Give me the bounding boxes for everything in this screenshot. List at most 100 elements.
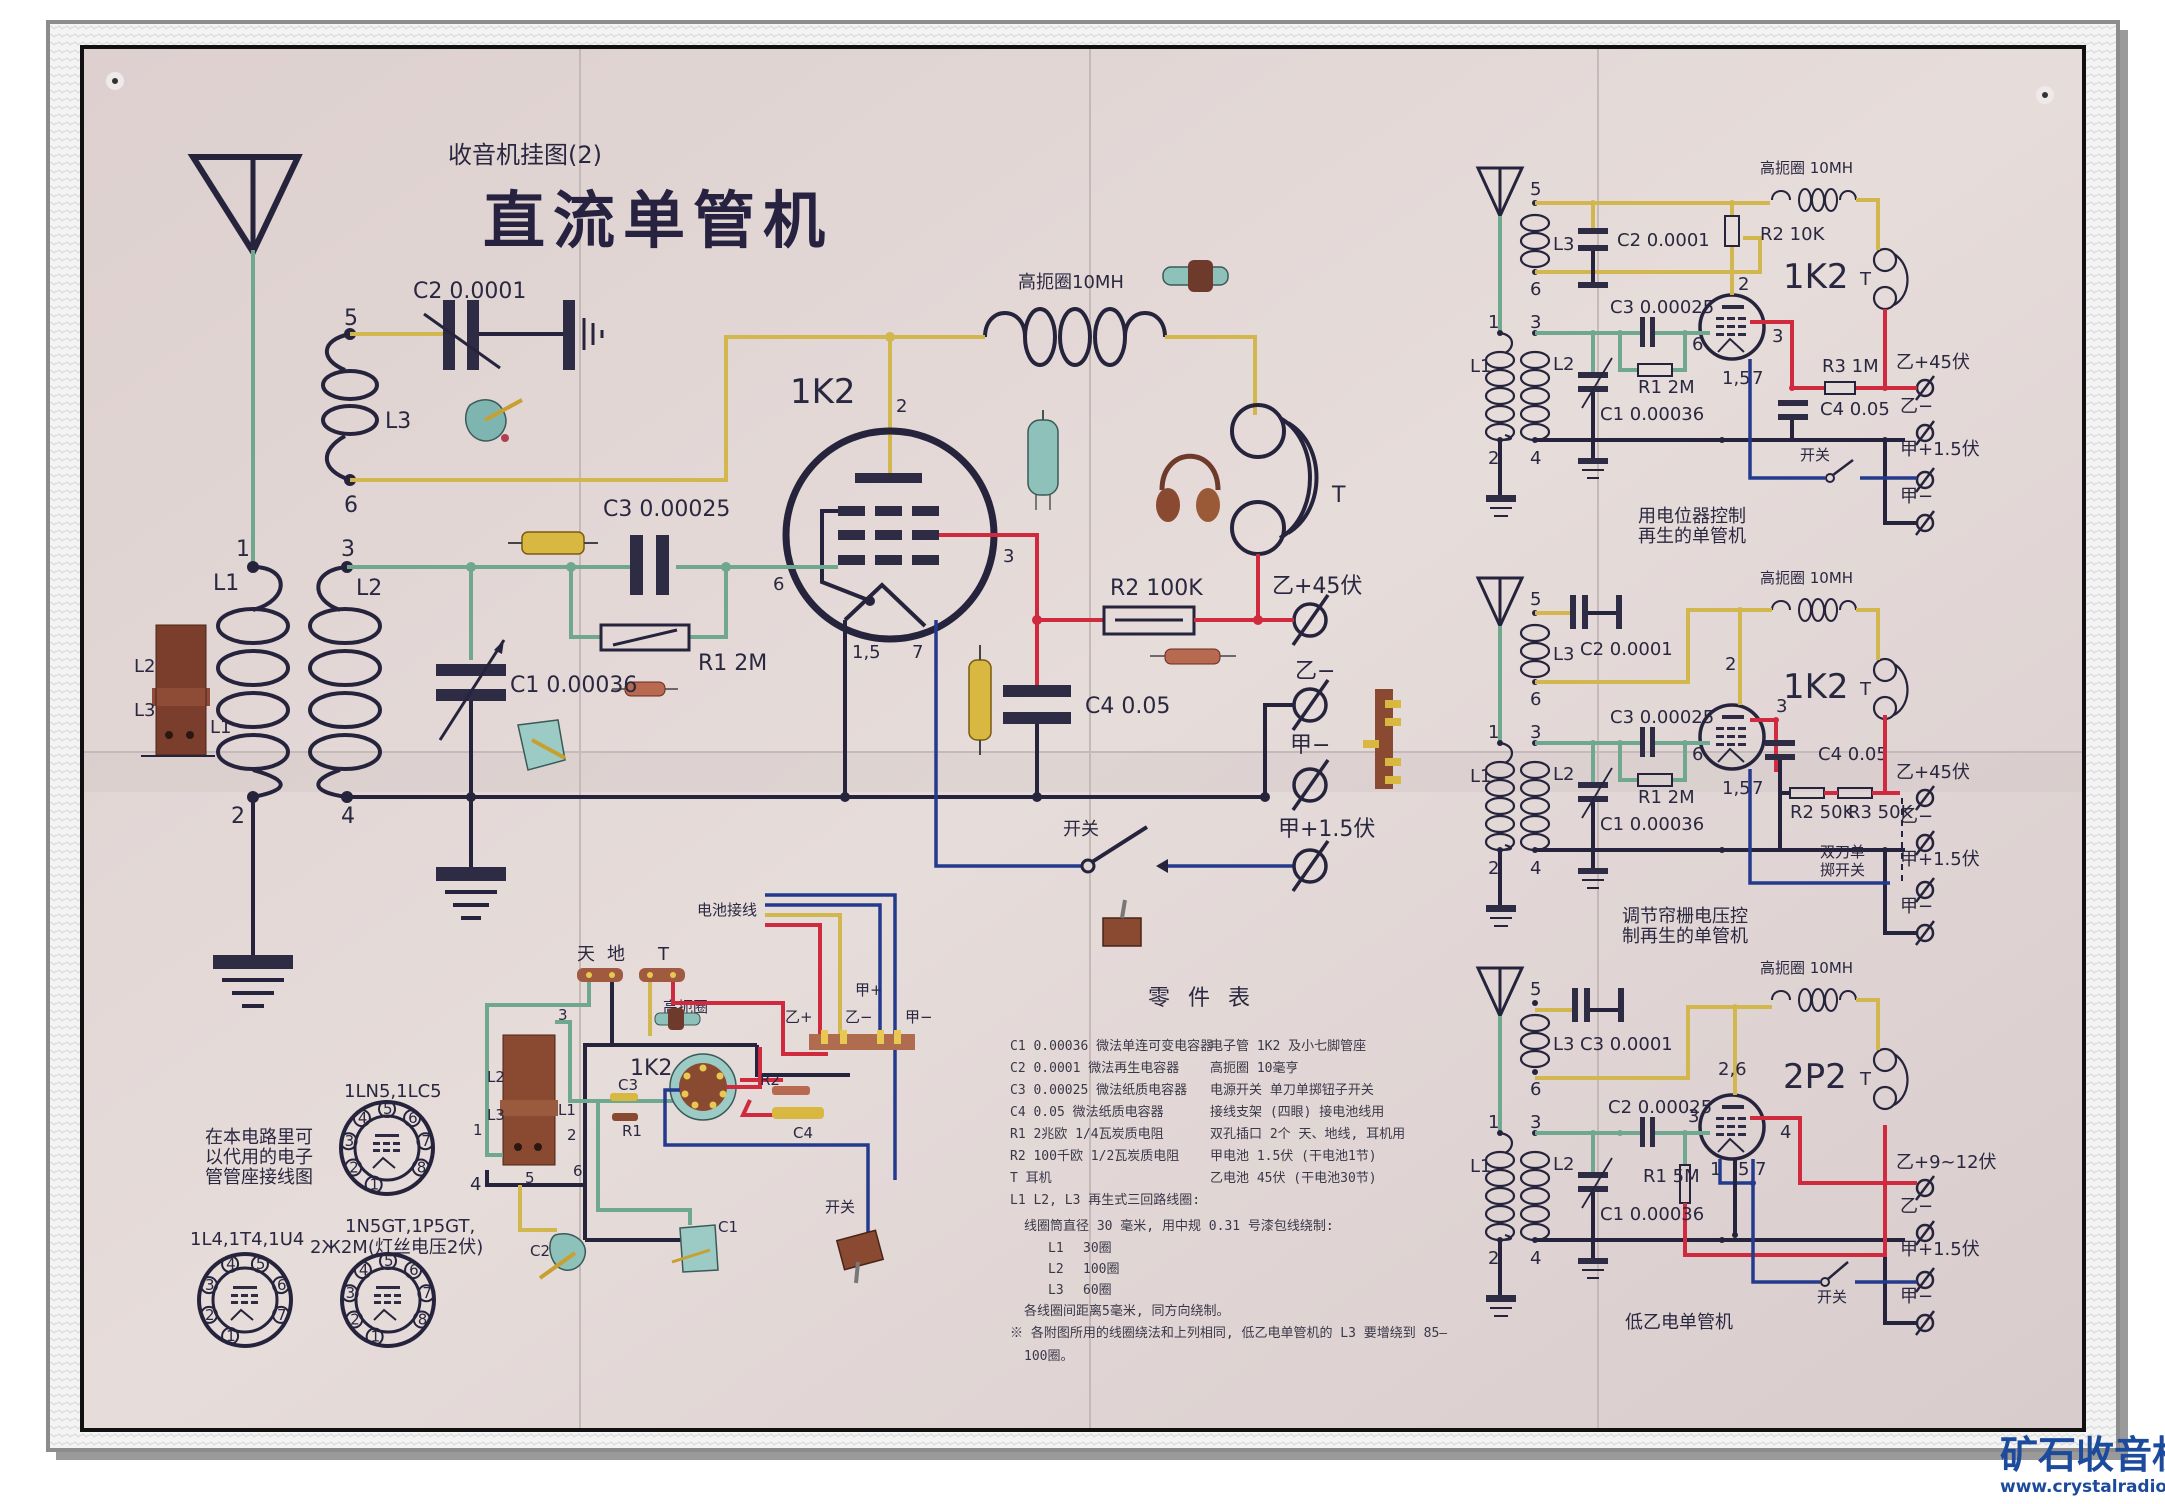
base-pin bbox=[340, 1284, 359, 1303]
schematic-label: C1 0.00036 bbox=[1600, 1204, 1704, 1225]
schematic-caption: 用电位器控制 bbox=[1638, 506, 1746, 527]
parts-row: 电源开关 单刀单掷钮子开关 bbox=[1210, 1083, 1374, 1098]
coil-label: L1 bbox=[1470, 766, 1491, 787]
schematic-label: 甲+1.5伏 bbox=[1900, 439, 1980, 460]
poster-title: 直流单管机 bbox=[483, 184, 833, 257]
schematic-label: C1 0.00036 bbox=[1600, 404, 1704, 425]
parts-row: R2 100千欧 1/2瓦炭质电阻 bbox=[1010, 1149, 1179, 1164]
switch-label: 双刀单 bbox=[1820, 843, 1865, 861]
schematic-label: 乙− bbox=[1900, 396, 1933, 417]
switch-label: 开关 bbox=[1817, 1288, 1847, 1306]
tube-base-name: 1N5GT,1P5GT, bbox=[345, 1216, 475, 1237]
base-pin bbox=[403, 1109, 422, 1128]
base-pin-label: 8 bbox=[418, 1311, 428, 1329]
terminal-label: 甲− bbox=[1290, 733, 1330, 758]
strip-label: 乙+ bbox=[785, 1008, 813, 1026]
terminal[interactable] bbox=[1915, 1220, 1935, 1246]
terminal-label: 乙− bbox=[1295, 659, 1335, 684]
switch-label: 开关 bbox=[825, 1198, 855, 1216]
winding-turns: 100圈 bbox=[1083, 1262, 1119, 1277]
pin-label: 5 bbox=[525, 1169, 535, 1187]
series-label: 收音机挂图(2) bbox=[448, 141, 602, 169]
electrolytic-capacitor-illustration bbox=[968, 645, 992, 755]
tube-name: 1K2 bbox=[1783, 257, 1849, 297]
schematic-label: 6 bbox=[1692, 334, 1703, 355]
schematic-label: C4 0.05 bbox=[1818, 744, 1888, 765]
trimmer-capacitor-illustration bbox=[464, 398, 523, 442]
terminal-a-plus[interactable] bbox=[1291, 839, 1330, 893]
base-pin-label: 5 bbox=[384, 1252, 394, 1270]
schematic-caption: 制再生的单管机 bbox=[1622, 926, 1748, 947]
c2-label: C2 0.0001 bbox=[413, 279, 526, 304]
schematic-label: 3 bbox=[1530, 722, 1541, 743]
schematic-label: T bbox=[1859, 679, 1872, 700]
c4-label: C4 bbox=[793, 1124, 813, 1142]
phones-label: T bbox=[1331, 483, 1346, 508]
schematic-label: 4 bbox=[1530, 1248, 1541, 1269]
terminal[interactable] bbox=[1915, 1175, 1935, 1201]
toggle-switch-illustration bbox=[1102, 899, 1142, 947]
footnote: ※ 各附图所用的线圈绕法和上列相同, 低乙电单管机的 L3 要增绕到 85— bbox=[1010, 1325, 1447, 1341]
coil-l3 bbox=[321, 332, 379, 482]
terminal[interactable] bbox=[1915, 1267, 1935, 1293]
watermark-url: www.crystalradio.cn bbox=[2000, 1477, 2165, 1497]
base-pin-label: 1 bbox=[226, 1327, 236, 1345]
schematic-label: 甲+1.5伏 bbox=[1900, 849, 1980, 870]
toggle-switch-illustration bbox=[835, 1229, 885, 1284]
base-pin-label: 6 bbox=[277, 1276, 287, 1294]
watermark-brand: 矿石收音机 bbox=[2000, 1433, 2165, 1477]
schematic-label: 1 bbox=[1488, 312, 1499, 333]
terminal[interactable] bbox=[1915, 420, 1935, 446]
coil-label-l2: L2 bbox=[356, 576, 382, 601]
base-pin-label: 7 bbox=[421, 1132, 431, 1150]
antenna-ground-jack bbox=[577, 968, 623, 982]
schematic-label: 5 bbox=[1530, 589, 1541, 610]
base-pin bbox=[404, 1261, 423, 1280]
terminal[interactable] bbox=[1915, 830, 1935, 856]
schematic-label: 甲+1.5伏 bbox=[1900, 1239, 1980, 1260]
choke-label: 高扼圈10MH bbox=[1018, 272, 1124, 293]
schematic-label: 1 bbox=[1488, 722, 1499, 743]
coil-form-label: L2 bbox=[134, 656, 155, 677]
watermark: 矿石收音机 www.crystalradio.cn bbox=[2000, 1433, 2165, 1497]
terminal-a-minus[interactable] bbox=[1291, 758, 1330, 812]
parts-row: C4 0.05 微法纸质电容器 bbox=[1010, 1104, 1164, 1120]
terminal[interactable] bbox=[1915, 877, 1935, 903]
headphones-illustration bbox=[1156, 453, 1221, 522]
terminal[interactable] bbox=[1915, 785, 1935, 811]
tube-name: 1K2 bbox=[1783, 667, 1849, 707]
choke-label: 高扼圈 10MH bbox=[1760, 959, 1853, 977]
winding-coil: L1 bbox=[1048, 1241, 1064, 1256]
choke-illustration bbox=[1162, 260, 1229, 292]
r1-label: R1 bbox=[622, 1122, 642, 1140]
pin-label: 1 bbox=[473, 1121, 483, 1139]
coil-form-label: L3 bbox=[134, 700, 155, 721]
base-pin-label: 2 bbox=[350, 1311, 360, 1329]
schematic-label: 甲− bbox=[1900, 1286, 1933, 1307]
schematic-label: T bbox=[1859, 1069, 1872, 1090]
schematic-label: 乙+45伏 bbox=[1896, 762, 1970, 783]
base-pin-label: 5 bbox=[256, 1255, 266, 1273]
parts-row: 乙电池 45伏 (干电池30节) bbox=[1210, 1171, 1377, 1186]
tube-name: 2P2 bbox=[1783, 1057, 1847, 1097]
schematic-label: C2 0.0001 bbox=[1617, 230, 1710, 251]
terminal-strip-illustration bbox=[1363, 689, 1401, 789]
terminal[interactable] bbox=[1915, 467, 1935, 493]
c1-label: C1 bbox=[718, 1218, 738, 1236]
strip-label: 甲+ bbox=[855, 981, 883, 999]
schematic-label: 1 bbox=[1710, 1159, 1721, 1180]
pin-label: 1 bbox=[236, 537, 250, 562]
schematic-label: 5 bbox=[1530, 179, 1541, 200]
schematic-label: 2 bbox=[1738, 274, 1749, 295]
coil-label: L3 bbox=[1553, 234, 1574, 255]
variable-capacitor-illustration bbox=[671, 1224, 719, 1273]
base-pin bbox=[221, 1254, 240, 1273]
base-pin-label: 5 bbox=[383, 1100, 393, 1118]
base-pin bbox=[199, 1305, 218, 1324]
switch-label: 开关 bbox=[1063, 819, 1099, 840]
